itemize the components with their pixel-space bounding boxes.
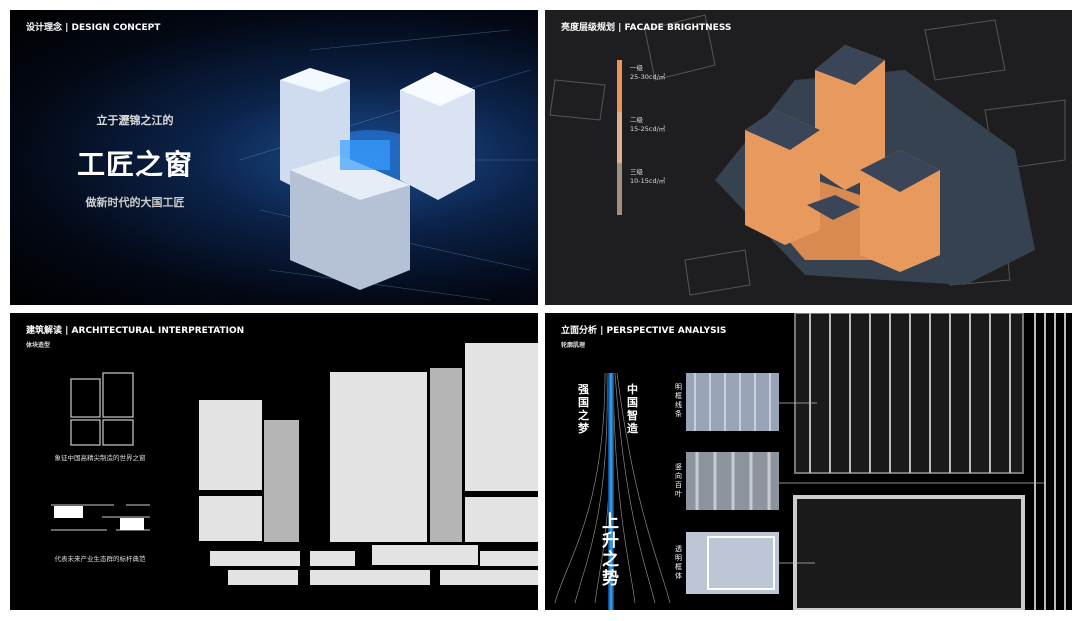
facade-label-3: 透明框体 [675,545,682,580]
tagline-top: 立于瀝锦之江的 [96,114,174,127]
vertical-text-left: 强国之梦 [578,383,589,435]
panel-title: 立面分析 | PERSPECTIVE ANALYSIS [561,326,727,336]
headline: 工匠之窗 [76,148,193,181]
brightness-building-render [549,14,1066,296]
caption-window: 象征中国高精尖制造的世界之窗 [54,454,146,462]
caption-benchmark: 代表未来产业生态群的标杆典范 [54,555,146,563]
panel-title: 建筑解读 | ARCHITECTURAL INTERPRETATION [26,326,245,336]
panel-title: 设计理念 | DESIGN CONCEPT [26,23,161,33]
facade-label-2: 竖向百叶 [675,463,682,498]
panel-title: 亮度层级规划 | FACADE BRIGHTNESS [561,23,732,33]
tagline-bottom: 做新时代的大国工匠 [85,196,185,209]
vertical-text-center: 上升之势 [602,512,619,589]
architectural-interpretation-panel: 建筑解读 | ARCHITECTURAL INTERPRETATION 体块造型… [10,313,538,610]
massing-diagram [51,343,538,585]
glowing-building-render [239,29,538,301]
vertical-text-right: 中国智造 [627,383,638,435]
brightness-scale-bar [617,60,622,215]
perspective-analysis-panel: 立面分析 | PERSPECTIVE ANALYSIS 轮廓肌理 强国之梦 中国… [545,313,1072,610]
facade-label-1: 明框线条 [675,383,682,418]
panel-subtitle: 轮廓肌理 [561,342,586,349]
panel-subtitle: 体块造型 [26,342,51,349]
facade-analysis-graphic [554,313,1066,610]
design-concept-panel: 设计理念 | DESIGN CONCEPT 立于瀝锦之江的 工匠之窗 做新时代的… [10,10,538,305]
